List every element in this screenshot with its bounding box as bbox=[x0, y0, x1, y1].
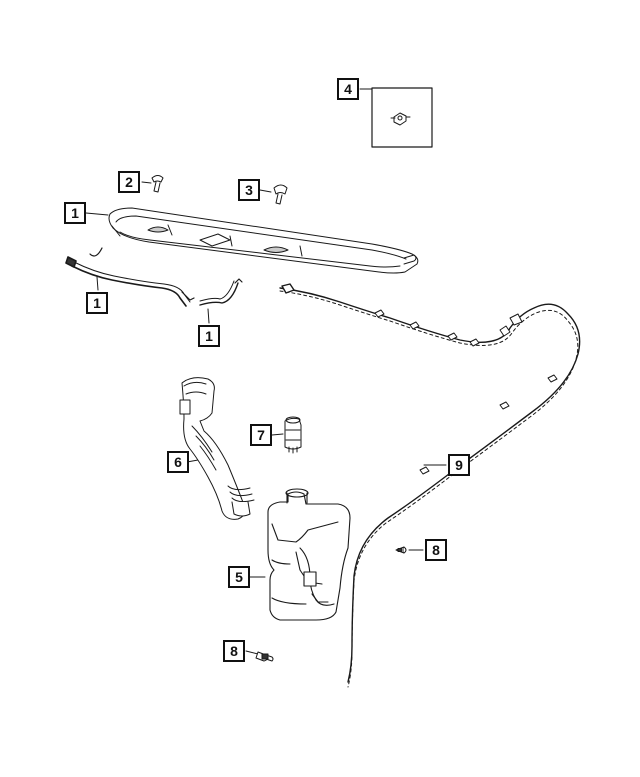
inset-frame bbox=[371, 87, 433, 148]
callout-1-hose-left: 1 bbox=[86, 292, 108, 314]
hose-left bbox=[65, 247, 195, 307]
hose-right bbox=[199, 278, 243, 306]
callout-9-hose-assembly: 9 bbox=[448, 454, 470, 476]
callout-1-hose-right: 1 bbox=[198, 325, 220, 347]
callout-2-clip: 2 bbox=[118, 171, 140, 193]
grommet-part bbox=[390, 112, 411, 126]
callout-7-pump: 7 bbox=[250, 424, 272, 446]
hose-assembly bbox=[279, 283, 581, 688]
rivet-upper bbox=[395, 546, 407, 554]
callout-3-nozzle: 3 bbox=[238, 179, 260, 201]
callout-8-rivet-lower: 8 bbox=[223, 640, 245, 662]
leader-lines bbox=[85, 88, 447, 655]
rivet-lower bbox=[255, 651, 274, 662]
washer-pump bbox=[284, 416, 302, 454]
callout-1-cowl: 1 bbox=[64, 202, 86, 224]
clip-part bbox=[151, 175, 164, 193]
callout-4-grommet: 4 bbox=[337, 78, 359, 100]
callout-8-rivet-upper: 8 bbox=[425, 539, 447, 561]
washer-reservoir bbox=[267, 488, 351, 621]
cowl-panel bbox=[108, 207, 419, 274]
callout-5-reservoir: 5 bbox=[228, 566, 250, 588]
nozzle-part bbox=[273, 184, 288, 205]
filler-neck bbox=[179, 377, 255, 520]
callout-6-filler-neck: 6 bbox=[167, 451, 189, 473]
